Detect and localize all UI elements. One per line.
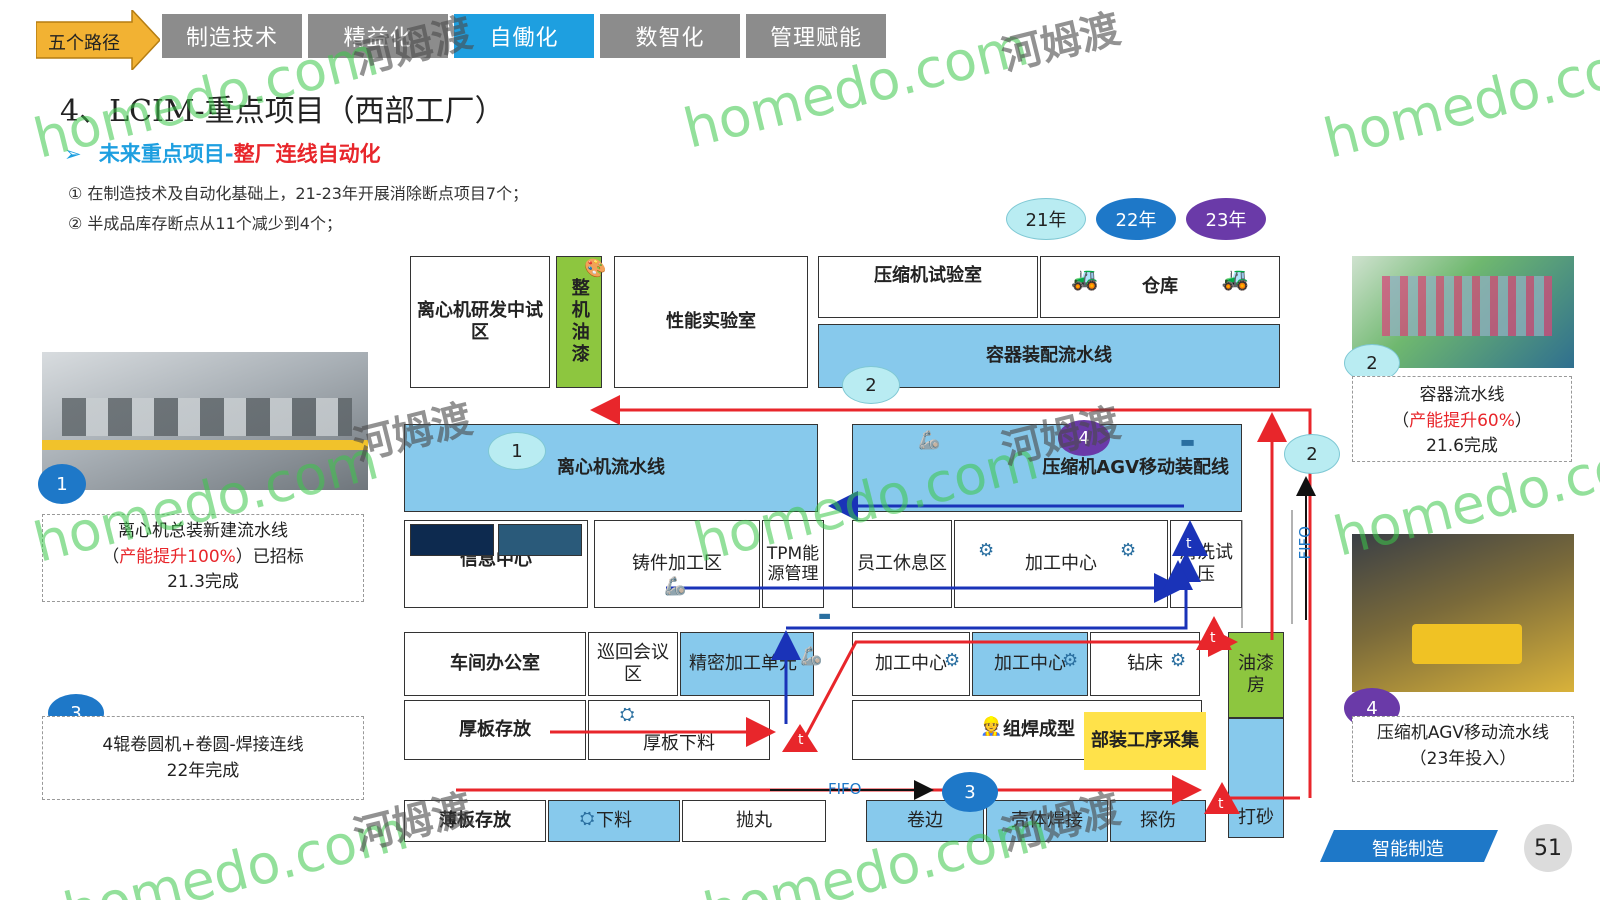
red-diag-line [806, 642, 1232, 736]
footer-badge: 智能制造 [1320, 830, 1498, 862]
marker-4-agv: 4 [1058, 420, 1110, 456]
note-3-line1: 4辊卷圆机+卷圆-焊接连线 [43, 733, 363, 759]
note-1-line1: 离心机总装新建流水线 [43, 519, 363, 545]
note-2-line1: 容器流水线 [1353, 383, 1571, 409]
screen-image [410, 524, 494, 556]
marker-2-right: 2 [1284, 434, 1340, 474]
centrifuge-line-photo [42, 352, 368, 490]
robot-arm-icon: 🦾 [918, 430, 940, 451]
red-return-line [596, 410, 1310, 798]
t-label-4: t [1186, 536, 1192, 552]
t-label-2: t [1210, 630, 1216, 646]
page-number: 51 [1524, 824, 1572, 872]
machine-icon: ⚙ [1120, 540, 1136, 561]
marker-1-centrifuge: 1 [488, 432, 546, 470]
marker-3-rolling: 3 [942, 772, 998, 812]
screen-image [498, 524, 582, 556]
blue-mid-line [786, 558, 1186, 628]
machine-icon: ⚙ [1062, 650, 1078, 671]
machine-icon: ⚙ [944, 650, 960, 671]
note-2-line3: 21.6完成 [1353, 434, 1571, 460]
note-marker-1: 1 [38, 464, 86, 504]
note-4-line1: 压缩机AGV移动流水线 [1353, 721, 1573, 747]
note-vessel: 容器流水线 （产能提升60%） 21.6完成 [1352, 376, 1572, 462]
marker-2-vessel: 2 [842, 366, 900, 404]
machine-icon: ⚙ [978, 540, 994, 561]
cutting-machine-icon: ⛭ [620, 704, 634, 725]
note-2-line2: （产能提升60%） [1353, 409, 1571, 435]
agv-line-photo [1352, 534, 1574, 692]
agv-icon: ▬ [1180, 432, 1195, 451]
note-4-line2: （23年投入） [1353, 747, 1573, 773]
note-1-line2: （产能提升100%）已招标 [43, 545, 363, 571]
fifo-horizontal: FIFO [828, 780, 862, 798]
note-agv: 压缩机AGV移动流水线 （23年投入） [1352, 716, 1574, 782]
note-3-line2: 22年完成 [43, 759, 363, 785]
welder-icon: 👷 [980, 716, 1002, 737]
note-1-line3: 21.3完成 [43, 570, 363, 596]
t-label-1: t [798, 732, 804, 748]
cutting-machine-icon: ⛭ [580, 808, 594, 829]
footer-badge-label: 智能制造 [1372, 835, 1444, 861]
note-centrifuge: 离心机总装新建流水线 （产能提升100%）已招标 21.3完成 [42, 514, 364, 602]
agv-icon: ▬ [818, 608, 831, 624]
fifo-vertical: FIFO [1296, 526, 1314, 560]
robot-arm-icon: 🦾 [664, 576, 686, 597]
note-rolling: 4辊卷圆机+卷圆-焊接连线 22年完成 [42, 716, 364, 800]
robot-arm-icon: 🦾 [800, 646, 822, 667]
paint-gun-icon: 🎨 [584, 258, 606, 279]
t-label-3: t [1218, 796, 1224, 812]
machine-icon: ⚙ [1170, 650, 1186, 671]
